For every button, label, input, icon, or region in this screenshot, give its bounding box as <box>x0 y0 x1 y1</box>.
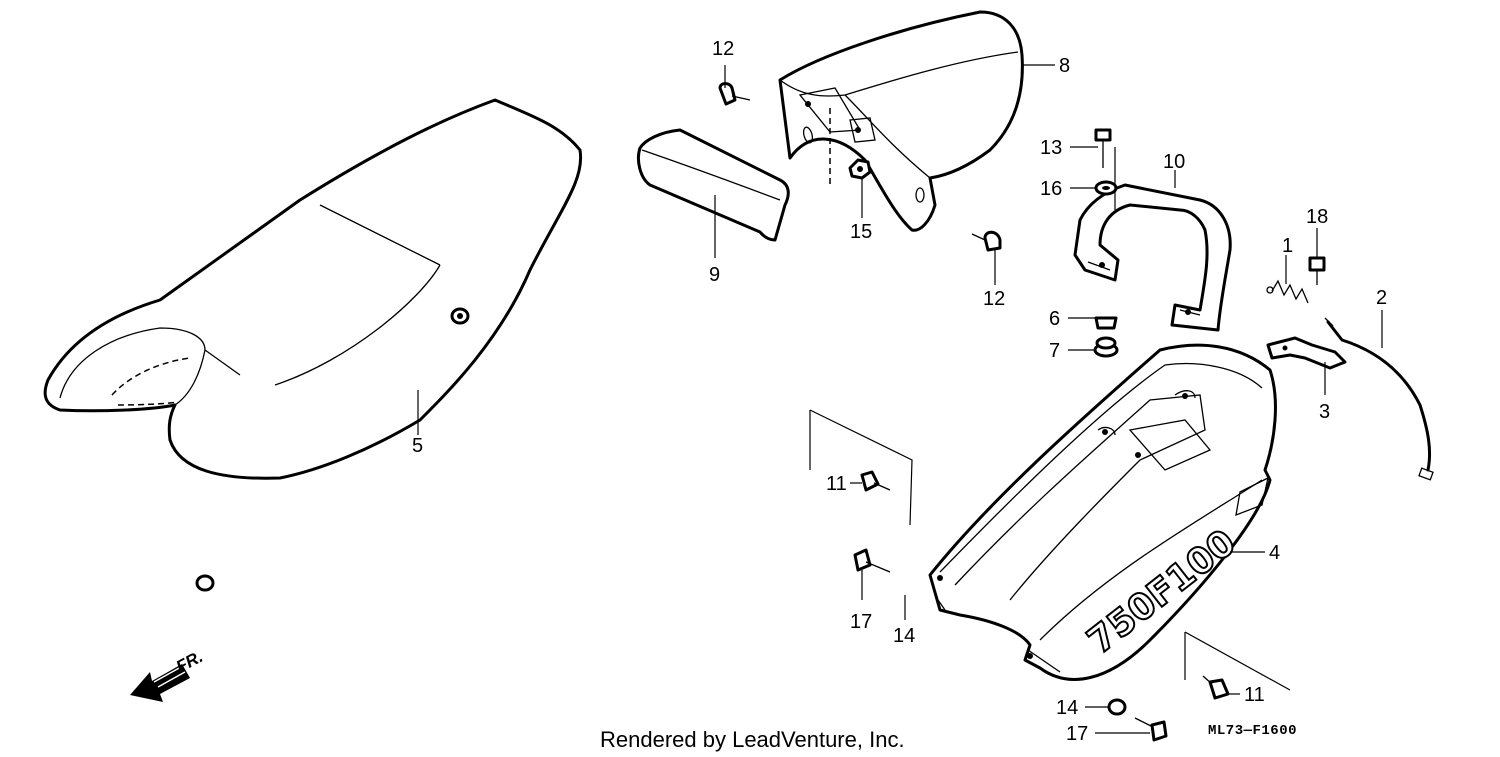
hardware-14-left[interactable] <box>195 574 215 592</box>
hardware-15[interactable] <box>848 158 872 180</box>
credit-text: Rendered by LeadVenture, Inc. <box>600 727 905 752</box>
hardware-13[interactable] <box>1094 128 1112 168</box>
seat-lock-cable-part[interactable] <box>1324 317 1434 481</box>
seat-part[interactable] <box>43 98 583 480</box>
callout-13: 13 <box>1040 137 1062 159</box>
callout-16: 16 <box>1040 178 1062 200</box>
callout-11-left: 11 <box>826 473 847 495</box>
callout-17-right: 17 <box>1066 723 1088 745</box>
hardware-11-left[interactable] <box>860 470 891 492</box>
front-direction-indicator: FR. <box>130 647 206 702</box>
hardware-12-mid[interactable] <box>971 230 1002 252</box>
hardware-6[interactable] <box>1094 316 1118 330</box>
hardware-14-right[interactable] <box>1107 698 1127 716</box>
hardware-17-right[interactable] <box>1134 717 1168 742</box>
hardware-7[interactable] <box>1093 336 1119 358</box>
lock-bracket-part[interactable] <box>1266 336 1347 370</box>
callout-2: 2 <box>1376 287 1387 309</box>
grab-pad-part[interactable] <box>636 128 790 242</box>
callout-3: 3 <box>1319 401 1330 423</box>
hardware-17-left[interactable] <box>853 548 891 573</box>
grab-rail-part[interactable] <box>1073 183 1232 332</box>
callout-7: 7 <box>1049 340 1060 362</box>
hardware-18[interactable] <box>1308 256 1326 285</box>
seat-cowl-part[interactable] <box>778 10 1024 232</box>
callout-18: 18 <box>1306 206 1328 228</box>
diagram-code: ML73—F1600 <box>1208 723 1297 739</box>
callout-10: 10 <box>1163 151 1185 173</box>
callout-12-mid: 12 <box>983 288 1005 310</box>
hardware-16[interactable] <box>1094 180 1118 196</box>
callout-17-left: 17 <box>850 611 872 633</box>
callout-9: 9 <box>709 264 720 286</box>
callout-4: 4 <box>1269 542 1280 564</box>
callout-11-right: 11 <box>1244 684 1265 706</box>
callout-6: 6 <box>1049 308 1060 330</box>
callout-5: 5 <box>412 435 423 457</box>
callout-12-top: 12 <box>712 38 734 60</box>
leader-lines <box>417 64 1383 734</box>
callout-14-right: 14 <box>1056 697 1078 719</box>
rear-cowl-part[interactable]: 750F100 <box>928 343 1277 681</box>
hardware-11-right[interactable] <box>1202 675 1230 700</box>
front-arrow-icon <box>130 664 190 702</box>
callout-1: 1 <box>1282 235 1293 257</box>
hardware-12-top[interactable] <box>718 82 751 106</box>
callout-15: 15 <box>850 221 872 243</box>
callout-8: 8 <box>1059 55 1070 77</box>
spring-part[interactable] <box>1266 279 1309 304</box>
callout-14-left: 14 <box>893 625 915 647</box>
